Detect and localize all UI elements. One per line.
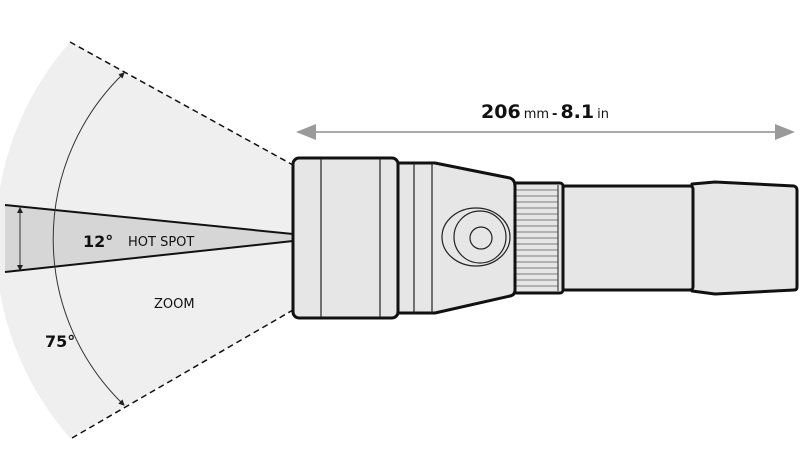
hotspot-edge-bottom — [4, 240, 294, 273]
knurling — [515, 189, 558, 287]
tail-cap — [690, 180, 799, 296]
flashlight — [291, 156, 799, 320]
zoom-label: ZOOM — [154, 297, 195, 312]
hotspot-label: HOT SPOT — [128, 235, 194, 250]
zoom-angle-arc — [52, 72, 125, 406]
head-taper — [394, 161, 517, 315]
arrow-left-icon — [296, 124, 316, 140]
zoom-angle: 75° — [45, 332, 75, 351]
zoom-edge-bottom — [71, 309, 294, 439]
bezel — [291, 156, 400, 320]
power-button-icon[interactable] — [441, 207, 511, 267]
body-tube — [560, 184, 695, 292]
hotspot-beam-area — [5, 205, 293, 272]
hotspot-angle: 12° — [83, 232, 113, 251]
hotspot-edge-top — [4, 204, 294, 235]
arrow-right-icon — [775, 124, 795, 140]
zoom-edge-top — [69, 41, 294, 166]
